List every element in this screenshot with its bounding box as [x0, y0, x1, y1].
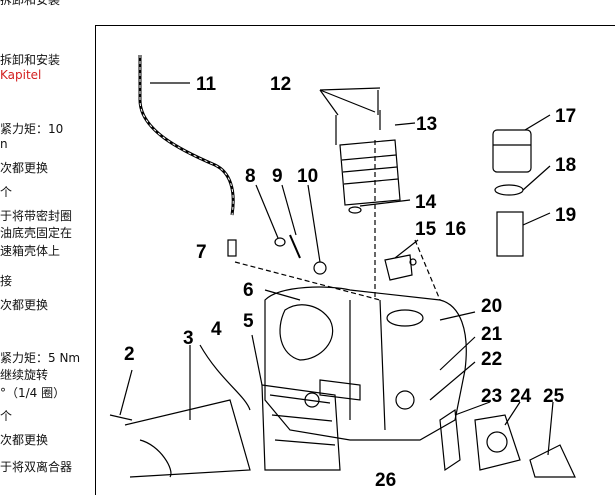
o-ring-18	[494, 184, 524, 196]
gasket-23	[439, 408, 461, 472]
callout-11: 11	[196, 74, 217, 95]
chapter-link[interactable]: Kapitel	[0, 68, 42, 82]
nut-10	[313, 261, 327, 275]
note-line: 继续旋转	[0, 368, 49, 382]
note-line: 紧力矩：10	[0, 122, 64, 136]
callout-6: 6	[243, 280, 254, 301]
callout-14: 14	[415, 192, 437, 213]
callout-3: 3	[183, 328, 194, 349]
note-line: 油底壳固定在	[0, 226, 73, 240]
callout-12: 12	[270, 74, 291, 95]
note-line: 次都更换	[0, 161, 49, 175]
oil-pan	[124, 399, 251, 478]
callout-7: 7	[196, 242, 207, 263]
actuator-24	[474, 414, 521, 471]
callout-5: 5	[243, 311, 254, 332]
note-line: n	[0, 137, 8, 151]
left-notes-column: 拆卸和安装 拆卸和安装 Kapitel 紧力矩：10 n 次都更换 个 于将带密…	[0, 0, 92, 477]
housing-port	[386, 309, 424, 327]
note-line: 拆卸和安装	[0, 0, 61, 7]
callout-9: 9	[272, 166, 283, 187]
callout-8: 8	[245, 166, 256, 187]
note-line: 接	[0, 274, 13, 288]
note-line: 紧力矩：5 Nm	[0, 351, 81, 365]
note-line: 于将带密封圈	[0, 209, 73, 223]
note-line: 个	[0, 409, 13, 423]
valve-body-5	[261, 384, 341, 471]
callout-18: 18	[555, 155, 576, 176]
note-line: 个	[0, 185, 13, 199]
callout-22: 22	[481, 349, 502, 370]
exploded-parts-diagram: 11 12 13 17 18 19 8 9 10 14 15 16 7 6 20…	[109, 55, 576, 491]
cover-25	[529, 444, 576, 478]
transmission-housing	[264, 286, 467, 441]
bracket-9	[289, 234, 301, 259]
oil-cooler-13	[339, 139, 401, 206]
note-line: °（1/4 圈）	[0, 386, 66, 400]
callout-16: 16	[445, 219, 466, 240]
callout-4: 4	[211, 319, 222, 340]
seal-8	[274, 237, 286, 247]
plug-7	[227, 239, 237, 257]
dipstick-tube	[138, 55, 235, 216]
callout-17: 17	[555, 106, 576, 127]
callout-26: 26	[375, 470, 396, 491]
filter-element-19	[496, 211, 524, 257]
callout-20: 20	[481, 296, 502, 317]
callout-21: 21	[481, 324, 503, 345]
callout-23: 23	[481, 386, 502, 407]
bracket-15	[384, 254, 413, 281]
callout-24: 24	[510, 386, 532, 407]
note-line: 速箱壳体上	[0, 244, 61, 258]
note-line: 拆卸和安装	[0, 53, 61, 67]
callout-15: 15	[415, 219, 437, 240]
callout-25: 25	[543, 386, 565, 407]
callout-13: 13	[416, 114, 437, 135]
exploded-diagram-frame	[95, 25, 615, 495]
note-line: 于将双离合器	[0, 460, 73, 474]
filter-cover-17	[492, 129, 532, 173]
note-line: 次都更换	[0, 298, 49, 312]
note-line: 次都更换	[0, 433, 49, 447]
callout-2: 2	[124, 344, 135, 365]
callout-10: 10	[297, 166, 318, 187]
callout-19: 19	[555, 205, 576, 226]
